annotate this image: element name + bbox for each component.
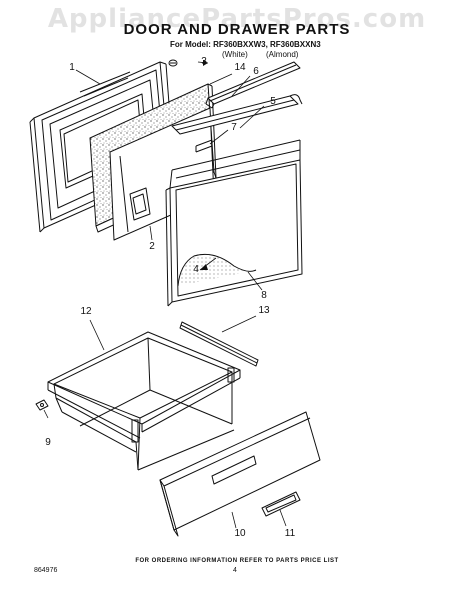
watermark: AppliancePartsPros.com bbox=[47, 4, 427, 34]
door-trim-strip bbox=[205, 61, 301, 109]
callout-5: 5 bbox=[270, 96, 276, 107]
callout-14: 14 bbox=[234, 62, 246, 73]
drawer-handle bbox=[261, 491, 301, 517]
door-panel-assembly bbox=[165, 94, 303, 307]
page-number: 4 bbox=[233, 567, 237, 574]
callout-7: 7 bbox=[231, 122, 237, 133]
callout-9: 9 bbox=[45, 437, 51, 448]
document-id: 864976 bbox=[34, 567, 58, 574]
color-label-almond: (Almond) bbox=[266, 50, 299, 59]
color-label-white: (White) bbox=[222, 50, 248, 59]
drawer-body bbox=[47, 331, 241, 471]
ordering-note: FOR ORDERING INFORMATION REFER TO PARTS … bbox=[135, 558, 339, 564]
callout-2: 2 bbox=[149, 241, 155, 252]
drawer-stop bbox=[35, 399, 49, 411]
callout-1: 1 bbox=[69, 62, 75, 73]
callout-6: 6 bbox=[253, 66, 259, 77]
leader-arrowheads bbox=[200, 60, 208, 270]
callout-4: 4 bbox=[193, 264, 199, 275]
drawer-front-panel bbox=[159, 411, 321, 537]
drawer-glide bbox=[179, 321, 259, 367]
screw bbox=[168, 59, 178, 67]
callout-12: 12 bbox=[80, 306, 92, 317]
model-line: For Model: RF360BXXW3, RF360BXXN3 bbox=[170, 40, 321, 49]
callout-13: 13 bbox=[258, 305, 270, 316]
callout-8: 8 bbox=[261, 290, 267, 301]
callout-11: 11 bbox=[284, 528, 296, 539]
callout-10: 10 bbox=[234, 528, 246, 539]
page-title: DOOR AND DRAWER PARTS bbox=[123, 21, 351, 38]
callout-3: 3 bbox=[201, 56, 207, 67]
